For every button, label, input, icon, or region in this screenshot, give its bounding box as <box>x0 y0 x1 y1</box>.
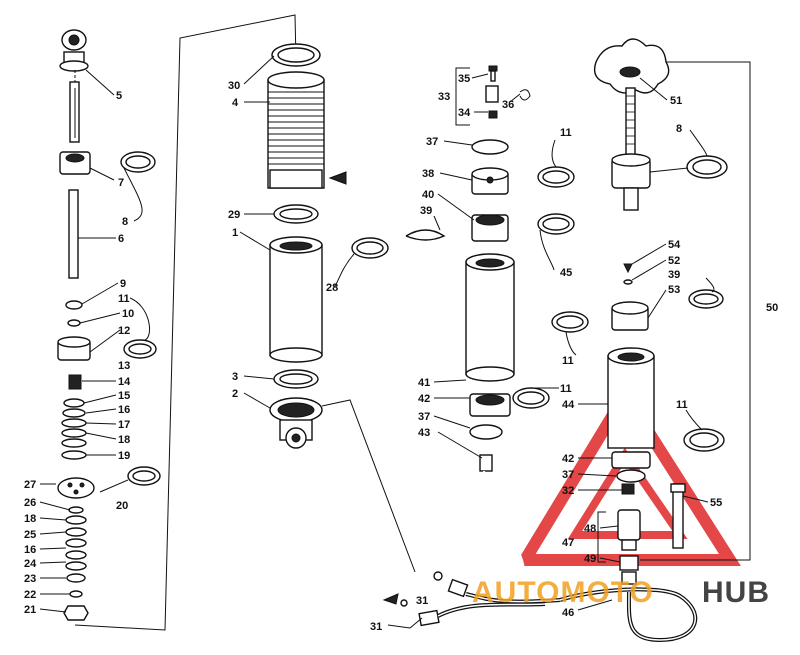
leader-line-cap <box>321 399 416 573</box>
callout-8: 8 <box>122 216 128 228</box>
callout-5: 5 <box>116 90 122 102</box>
callout-51: 51 <box>670 95 682 107</box>
callout-11-mid: 11 <box>560 383 572 395</box>
watermark-text: AUTOMOTO HUB <box>472 576 770 609</box>
callout-14: 14 <box>118 376 131 388</box>
callout-21: 21 <box>24 604 36 616</box>
callout-26: 26 <box>24 497 36 509</box>
callout-46: 46 <box>562 607 574 619</box>
callout-28: 28 <box>326 282 338 294</box>
callout-17: 17 <box>118 419 130 431</box>
callout-31-lower: 31 <box>370 621 382 633</box>
callout-11-right-a: 11 <box>562 355 574 367</box>
callout-19: 19 <box>118 450 130 462</box>
callout-36: 36 <box>502 99 514 111</box>
leader-lines <box>39 55 715 613</box>
callout-2: 2 <box>232 388 238 400</box>
callout-50: 50 <box>766 302 778 314</box>
callout-20: 20 <box>116 500 128 512</box>
callout-10: 10 <box>122 308 134 320</box>
callout-48: 48 <box>584 523 596 535</box>
callout-34: 34 <box>458 107 471 119</box>
callout-18-lower: 18 <box>24 513 36 525</box>
callout-33: 33 <box>438 91 450 103</box>
callout-41: 41 <box>418 377 430 389</box>
left-rod-assembly <box>57 29 161 621</box>
callout-55: 55 <box>710 497 722 509</box>
callout-53: 53 <box>668 284 680 296</box>
callout-35: 35 <box>458 73 470 85</box>
callout-37-right: 37 <box>562 469 574 481</box>
callout-52: 52 <box>668 255 680 267</box>
callout-1: 1 <box>232 227 238 239</box>
callout-22: 22 <box>24 589 36 601</box>
column4-adjuster-assembly <box>551 38 751 643</box>
callout-42-right: 42 <box>562 453 574 465</box>
callout-39: 39 <box>420 205 432 217</box>
callout-32: 32 <box>562 485 574 497</box>
callout-42: 42 <box>418 393 430 405</box>
bracket-line-left <box>74 14 297 631</box>
callout-labels: 5 7 8 6 9 11 10 12 13 14 15 16 17 18 19 … <box>24 73 778 633</box>
callout-11-right-b: 11 <box>676 399 688 411</box>
callout-54: 54 <box>668 239 681 251</box>
callout-43: 43 <box>418 427 430 439</box>
callout-18: 18 <box>118 434 130 446</box>
callout-8-right: 8 <box>676 123 682 135</box>
callout-37-mid: 37 <box>418 411 430 423</box>
watermark-text-automoto: AUTOMOTO <box>472 576 654 609</box>
callout-29: 29 <box>228 209 240 221</box>
callout-3: 3 <box>232 371 238 383</box>
callout-24: 24 <box>24 558 37 570</box>
column3-reservoir <box>405 65 575 591</box>
callout-31-upper: 31 <box>416 595 428 607</box>
callout-44: 44 <box>562 399 575 411</box>
callout-39-right: 39 <box>668 269 680 281</box>
callout-15: 15 <box>118 390 130 402</box>
callout-4: 4 <box>232 97 239 109</box>
callout-23: 23 <box>24 573 36 585</box>
watermark-text-hub: HUB <box>702 576 770 609</box>
callout-9: 9 <box>120 278 126 290</box>
callout-30: 30 <box>228 80 240 92</box>
callout-47: 47 <box>562 537 574 549</box>
callout-40: 40 <box>422 189 434 201</box>
hose-fittings-31 <box>382 571 561 629</box>
callout-11: 11 <box>118 293 130 305</box>
callout-25: 25 <box>24 529 36 541</box>
callout-27: 27 <box>24 479 36 491</box>
callout-13: 13 <box>118 360 130 372</box>
callout-7: 7 <box>118 177 124 189</box>
callout-49: 49 <box>584 553 596 565</box>
callout-16: 16 <box>118 404 130 416</box>
callout-38: 38 <box>422 168 434 180</box>
callout-11-top: 11 <box>560 127 572 139</box>
column2-body-assembly <box>267 43 389 449</box>
callout-37: 37 <box>426 136 438 148</box>
callout-6: 6 <box>118 233 124 245</box>
callout-45: 45 <box>560 267 572 279</box>
callout-12: 12 <box>118 325 130 337</box>
callout-16-lower: 16 <box>24 544 36 556</box>
